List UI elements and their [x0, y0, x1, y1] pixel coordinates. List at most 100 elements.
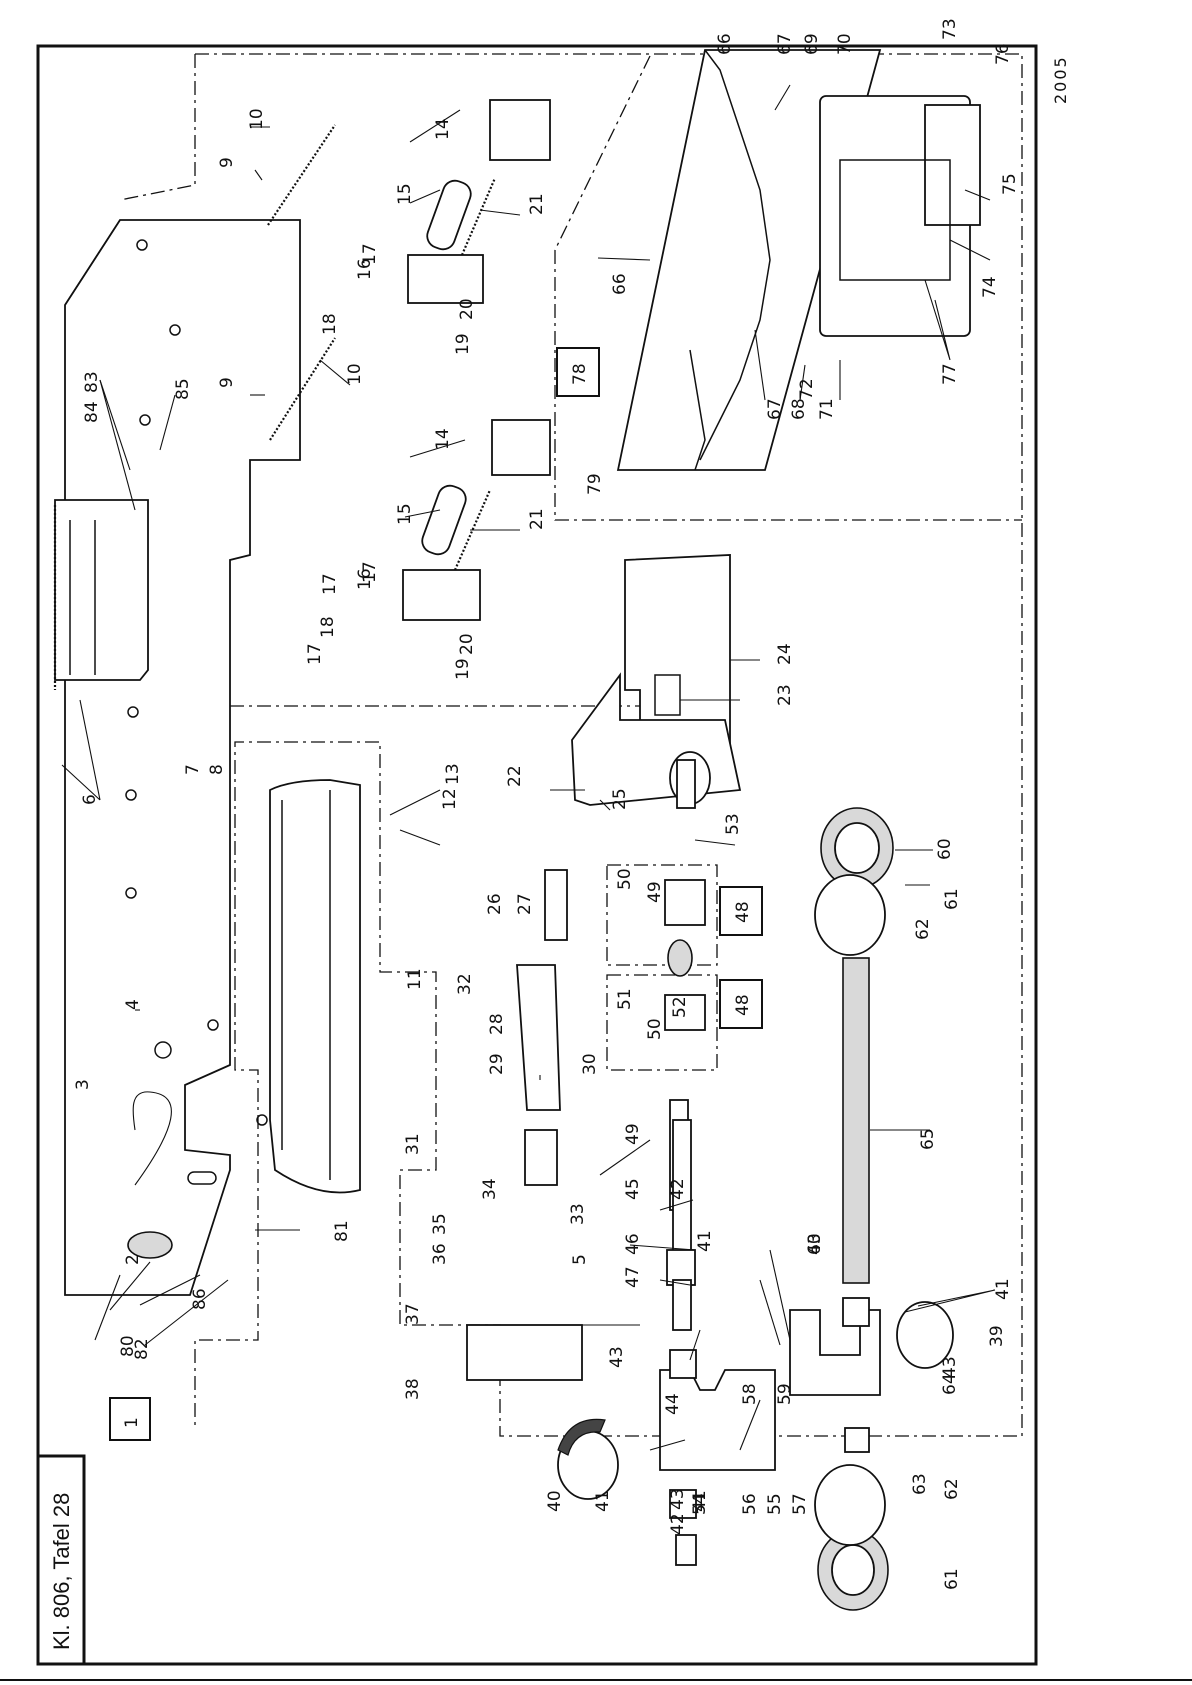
part-label: 7: [183, 764, 203, 775]
spider-51: [667, 939, 693, 977]
svg-text:78: 78: [570, 363, 590, 385]
part-label: 45: [623, 1178, 643, 1200]
part-label: 18: [320, 313, 340, 335]
part-label: 39: [987, 1325, 1007, 1347]
part-label: 32: [455, 973, 475, 995]
part-label: 62: [942, 1478, 962, 1500]
connector-strip: [54, 499, 149, 681]
felt-ring-60-inner: [834, 822, 880, 874]
part-label: 23: [775, 684, 795, 706]
part-label: 16: [355, 258, 375, 280]
part-label: 41: [695, 1230, 715, 1252]
part-label: 28: [487, 1013, 507, 1035]
part-label: 76: [993, 43, 1013, 65]
part-label: 30: [580, 1053, 600, 1075]
part-label: 41: [690, 1490, 710, 1512]
plate-hole: [207, 1019, 219, 1031]
pulley-61-bottom: [814, 1464, 886, 1546]
boxed-label-1: 1: [109, 1397, 151, 1441]
part-label: 47: [623, 1266, 643, 1288]
group-boundary-48b: [606, 974, 718, 1071]
part-label: 52: [670, 996, 690, 1018]
motor-shaft: [676, 759, 696, 809]
spring-21-top: [460, 177, 497, 256]
cover-housing: [269, 779, 361, 1194]
part-label: 64: [940, 1373, 960, 1395]
relay-cap: [924, 104, 981, 226]
part-label: 73: [940, 18, 960, 40]
part-label: 19: [453, 658, 473, 680]
part-label: 85: [173, 378, 193, 400]
drawing-frame: [36, 44, 1038, 1666]
part-label: 71: [817, 398, 837, 420]
part-label: 60: [935, 838, 955, 860]
part-label: 21: [527, 193, 547, 215]
motor-bracket-slot: [654, 674, 681, 716]
leader-lines: [61, 84, 996, 1451]
part-label: 4: [123, 999, 143, 1010]
block-27: [544, 869, 568, 941]
part-label: 82: [132, 1338, 152, 1360]
circuit-board: [616, 49, 882, 471]
part-label: 42: [668, 1513, 688, 1535]
shaft-64: [842, 957, 870, 1284]
title-block: [36, 1454, 86, 1666]
bearing-43b: [842, 1297, 870, 1327]
part-label: 9: [217, 377, 237, 388]
plate-hole: [127, 706, 139, 718]
part-label: 69: [802, 33, 822, 55]
part-label: 70: [835, 33, 855, 55]
group-boundary-electronics: [554, 55, 1022, 521]
part-label: 13: [443, 763, 463, 785]
part-label: 41: [993, 1278, 1013, 1300]
part-label: 68: [789, 398, 809, 420]
plate-hole: [256, 1114, 268, 1126]
part-label: 35: [430, 1213, 450, 1235]
group-boundary-controls: [119, 54, 196, 201]
part-label: 25: [610, 788, 630, 810]
part-label: 29: [487, 1053, 507, 1075]
base-plate-edge: [64, 219, 121, 306]
relay-body: [839, 159, 951, 281]
block-14a: [489, 99, 551, 161]
part-label: 34: [480, 1178, 500, 1200]
part-label: 49: [623, 1123, 643, 1145]
part-label: 10: [247, 108, 267, 130]
part-label: 65: [918, 1128, 938, 1150]
shaft-42b: [675, 1534, 697, 1566]
boxed-label-48-bottom: 48: [719, 979, 763, 1029]
part-label: 27: [515, 893, 535, 915]
part-label: 61: [942, 1568, 962, 1590]
part-label: 42: [668, 1178, 688, 1200]
spring-21-mid: [453, 489, 492, 571]
part-label: 77: [940, 363, 960, 385]
board-components: [689, 49, 771, 471]
pulley-61-top: [814, 874, 886, 956]
part-label: 83: [82, 371, 102, 393]
part-label: 80: [118, 1335, 138, 1357]
part-label: 61: [942, 888, 962, 910]
part-label: 75: [1000, 173, 1020, 195]
toothed-belt: [557, 1418, 606, 1456]
cover-edge: [281, 790, 331, 1180]
part-label: 16: [355, 568, 375, 590]
part-label: 43: [805, 1233, 825, 1255]
part-label: 49: [645, 881, 665, 903]
coupling-48-hub-b: [664, 994, 706, 1031]
part-label: 79: [585, 473, 605, 495]
part-label: 51: [615, 988, 635, 1010]
shaft-45: [672, 1279, 692, 1331]
part-label: 56: [740, 1493, 760, 1515]
part-label: 14: [433, 118, 453, 140]
part-label: 17: [320, 573, 340, 595]
part-label: 81: [332, 1220, 352, 1242]
part-label: 15: [395, 183, 415, 205]
plate-hole: [169, 324, 181, 336]
part-label: 58: [740, 1383, 760, 1405]
part-label: 67: [765, 398, 785, 420]
part-label: 37: [403, 1303, 423, 1325]
plate-cutout: [127, 1231, 173, 1259]
part-label: 18: [318, 616, 338, 638]
part-label: 22: [505, 765, 525, 787]
